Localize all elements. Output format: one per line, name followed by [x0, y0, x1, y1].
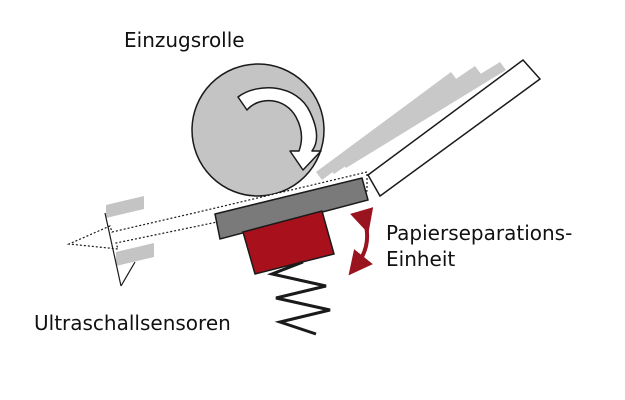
sensor-leader-line [120, 261, 136, 287]
motion-double-arrow-icon [348, 207, 374, 276]
paper-path-arrow [66, 171, 368, 250]
separation-spring [266, 260, 331, 336]
label-feed-roller: Einzugsrolle [124, 28, 245, 52]
ultrasonic-sensor-upper [106, 196, 144, 218]
paper-stack [316, 62, 506, 180]
paper-sheet [340, 62, 506, 168]
sensor-leader-line [104, 212, 122, 287]
ultrasonic-sensor-lower [116, 243, 154, 266]
label-separation-unit-line2: Einheit [386, 247, 455, 271]
label-ultrasonic-sensors: Ultraschallsensoren [34, 311, 231, 335]
rotation-arrow-icon [237, 86, 322, 171]
label-separation-unit-line1: Papierseparations- [386, 221, 572, 245]
separation-pad [214, 177, 369, 240]
separation-block [242, 210, 335, 275]
paper-tray [367, 58, 542, 198]
